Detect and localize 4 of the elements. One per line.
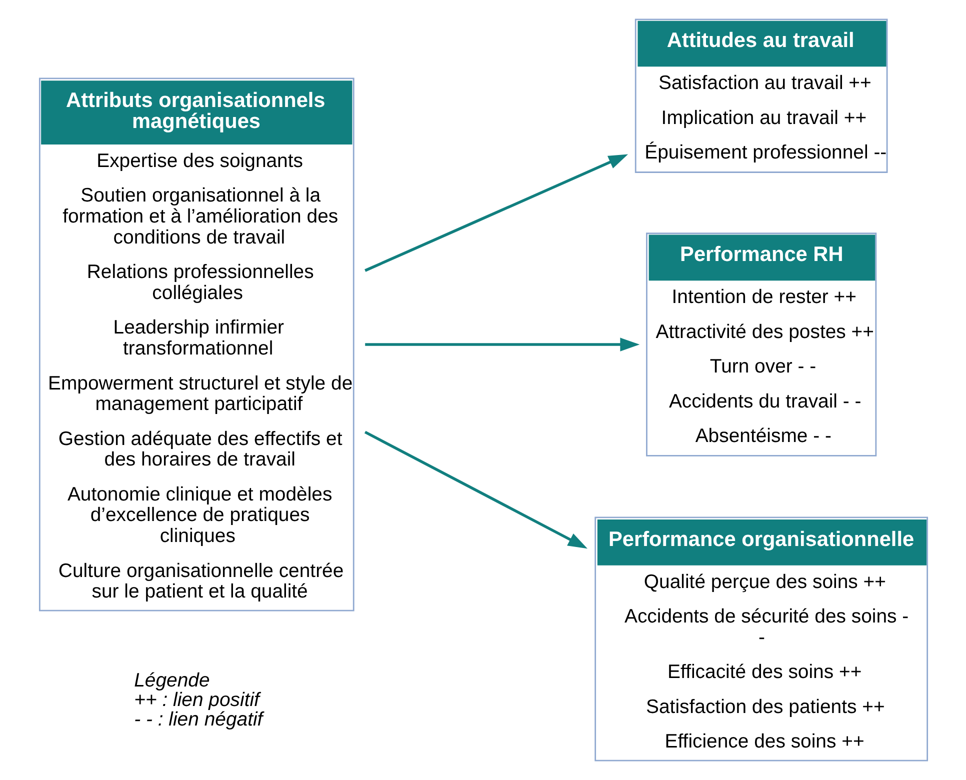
arrow [364,338,640,352]
arrow [364,154,628,272]
label: Légende [134,670,210,692]
arrow [364,430,587,549]
